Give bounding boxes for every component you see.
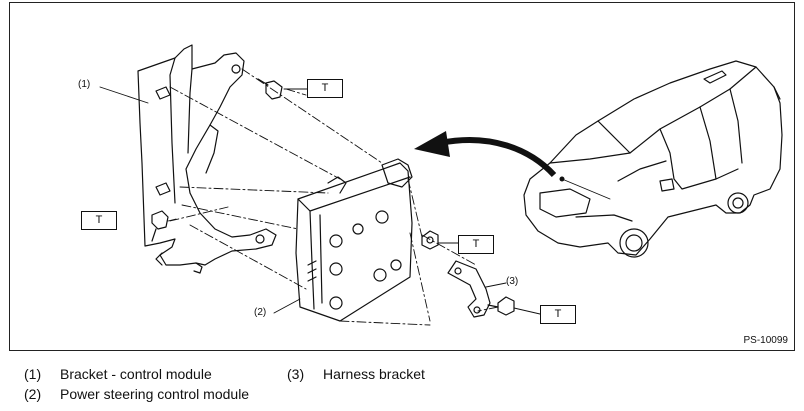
torque-label-right: T — [458, 235, 494, 254]
torque-label-bottom-right: T — [540, 305, 576, 324]
alignment-lines — [169, 68, 499, 326]
legend-item-3: (3) Harness bracket — [287, 366, 425, 382]
diagram-frame: (1) (2) (3) T T T T PS-10099 — [9, 2, 795, 351]
legend-item-1: (1) Bracket - control module — [24, 366, 212, 382]
nut-right — [421, 230, 439, 250]
legend-number: (2) — [24, 386, 42, 402]
location-dot — [559, 176, 565, 182]
harness-bracket — [447, 260, 491, 318]
callout-3: (3) — [506, 276, 519, 287]
leader-lines — [99, 86, 611, 315]
torque-label-left: T — [81, 211, 117, 230]
bracket-control-module — [137, 44, 277, 274]
power-steering-control-module — [295, 158, 413, 322]
legend-number: (1) — [24, 366, 42, 382]
bolt-top — [257, 78, 283, 100]
direction-arrow — [414, 131, 557, 178]
figure-id: PS-10099 — [743, 335, 788, 346]
vehicle-outline — [523, 60, 783, 258]
legend-number: (3) — [287, 366, 305, 382]
legend-text: Bracket - control module — [60, 366, 212, 382]
exploded-view-illustration — [99, 44, 783, 326]
legend-text: Power steering control module — [60, 386, 250, 402]
torque-label-top: T — [307, 79, 343, 98]
legend-item-2: (2) Power steering control module — [24, 386, 249, 402]
callout-2: (2) — [254, 307, 267, 318]
legend-text: Harness bracket — [323, 366, 425, 382]
bolt-left — [151, 210, 169, 242]
bolt-bottom-right — [487, 296, 515, 316]
callout-1: (1) — [78, 79, 91, 90]
